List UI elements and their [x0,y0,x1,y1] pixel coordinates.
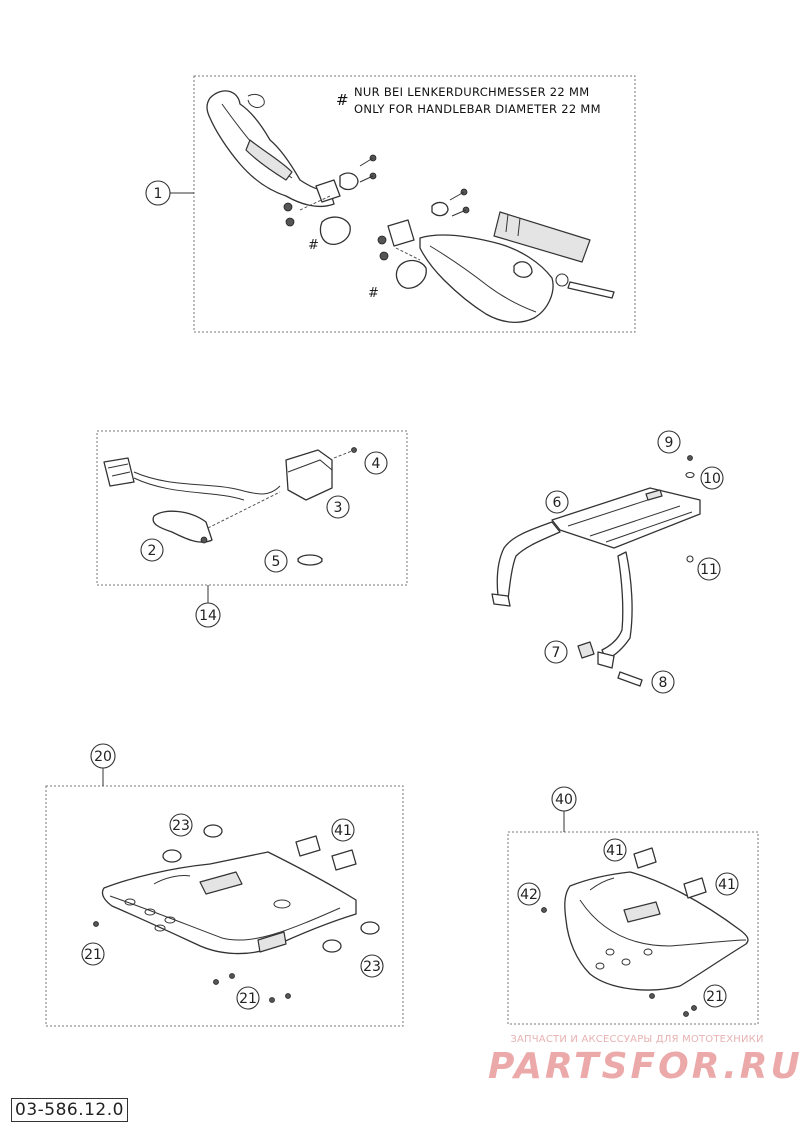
callout-40: 40 [551,786,577,832]
svg-text:23: 23 [363,959,381,975]
callout-3: 3 [326,495,350,519]
callout-42: 42 [517,882,541,906]
svg-text:3: 3 [334,500,343,516]
engine-guard-kit-frame [507,831,759,1025]
svg-text:40: 40 [555,792,573,808]
callout-6: 6 [545,490,569,514]
handlebar-diameter-note: # NUR BEI LENKERDURCHMESSER 22 MM ONLY F… [336,84,626,118]
luggage-rack [491,455,701,687]
callout-5: 5 [264,549,288,573]
callout-41-right-side: 41 [715,872,739,896]
svg-text:4: 4 [372,456,381,472]
callout-2: 2 [140,538,164,562]
handguard-fasteners [283,154,615,299]
callout-7: 7 [544,640,568,664]
svg-text:41: 41 [718,877,736,893]
svg-text:41: 41 [606,843,624,859]
electrical-kit-frame [96,430,408,586]
svg-text:11: 11 [700,562,718,578]
svg-text:21: 21 [239,991,257,1007]
callout-23-top: 23 [169,813,193,837]
svg-text:6: 6 [553,495,562,511]
connector-plug [103,457,281,501]
callout-21-left-bottom: 21 [236,986,260,1010]
watermark-logo: PARTSFOR.RU [488,1046,800,1087]
callout-23-bottom: 23 [360,954,384,978]
svg-text:20: 20 [94,749,112,765]
skid-plate-kit-frame [45,785,404,1027]
note-line-german: NUR BEI LENKERDURCHMESSER 22 MM [354,85,590,99]
svg-text:42: 42 [520,887,538,903]
watermark-subtitle: ЗАПЧАСТИ И АКСЕССУАРЫ ДЛЯ МОТОТЕХНИКИ [510,1034,764,1045]
callout-41-right-top: 41 [603,838,627,862]
callout-14: 14 [195,585,221,628]
hash-marker-clamp-right: # [368,286,379,301]
document-number: 03-586.12.0 [11,1098,128,1122]
svg-text:9: 9 [665,435,674,451]
svg-text:14: 14 [199,608,217,624]
screws-21-42-right [541,907,697,1017]
svg-text:2: 2 [148,543,157,559]
callout-41-left: 41 [331,818,355,842]
svg-text:7: 7 [552,645,561,661]
callout-4: 4 [364,451,388,475]
svg-text:21: 21 [706,989,724,1005]
handguard-clamps [315,172,449,289]
note-hash-symbol: # [336,91,349,109]
control-unit-box [285,447,357,501]
callout-1: 1 [145,180,194,206]
handguard-kit-frame [193,75,636,333]
brackets-41-right [633,847,707,899]
rubber-bumpers-23 [162,824,380,953]
cap-part-5 [297,554,323,566]
handguard-left [206,90,335,208]
engine-guard-40 [564,871,749,991]
skid-plate-20 [101,851,357,955]
svg-text:21: 21 [84,947,102,963]
svg-text:10: 10 [703,471,721,487]
screws-21-left [93,921,291,1003]
callout-9: 9 [657,430,681,454]
callout-20: 20 [90,743,116,786]
handguard-right [419,211,591,324]
brackets-41-left [295,835,357,871]
callout-21-left-side: 21 [81,942,105,966]
svg-text:5: 5 [272,554,281,570]
svg-text:41: 41 [334,823,352,839]
svg-text:1: 1 [154,186,163,202]
svg-text:23: 23 [172,818,190,834]
callout-8: 8 [651,670,675,694]
callout-21-right: 21 [703,984,727,1008]
svg-text:8: 8 [659,675,668,691]
callout-10: 10 [700,466,724,490]
note-line-english: ONLY FOR HANDLEBAR DIAMETER 22 MM [354,102,601,116]
hash-marker-clamp-left: # [308,238,319,253]
callout-11: 11 [697,557,721,581]
sensor-switch [152,491,281,544]
